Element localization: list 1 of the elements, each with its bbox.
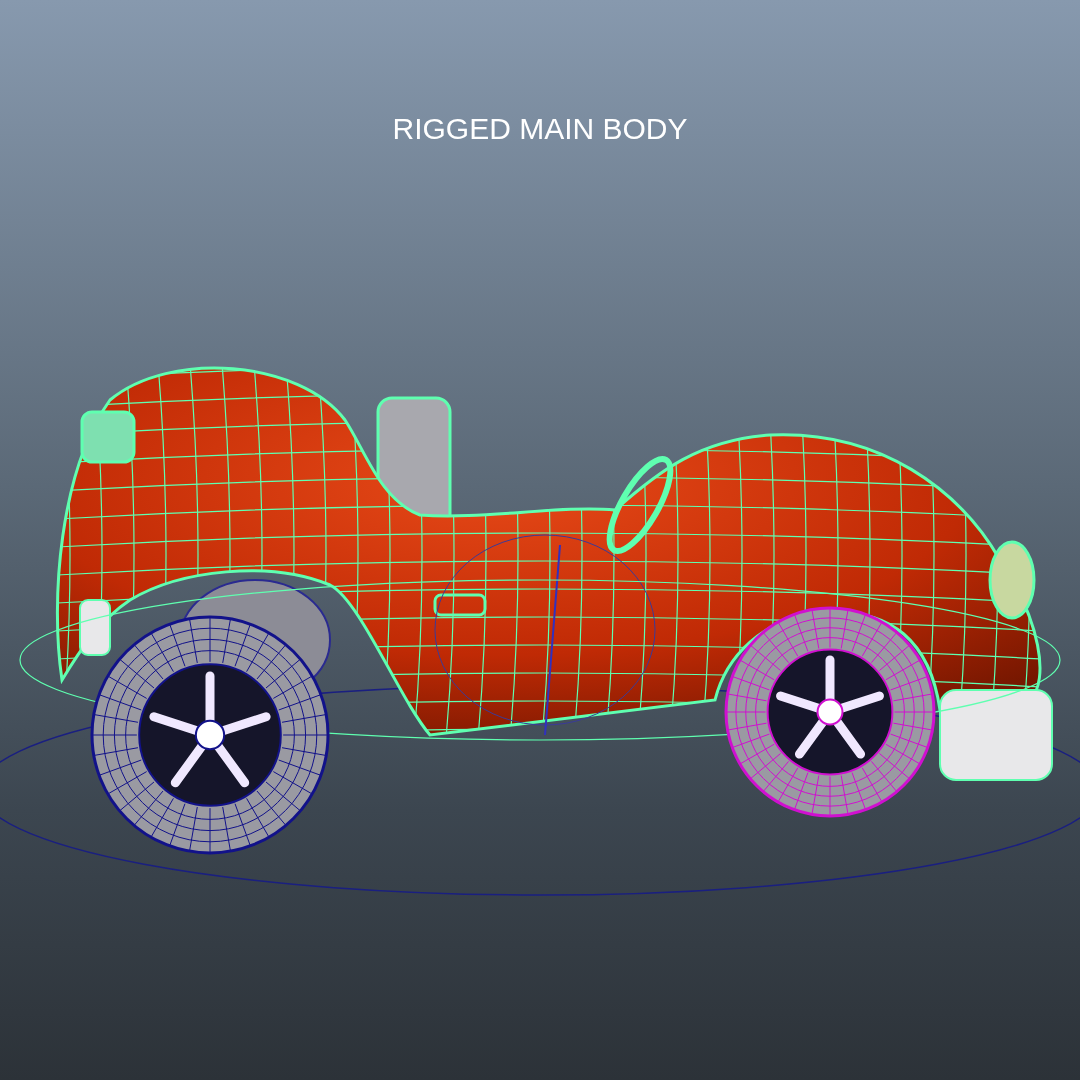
title: RIGGED MAIN BODY <box>391 112 689 146</box>
